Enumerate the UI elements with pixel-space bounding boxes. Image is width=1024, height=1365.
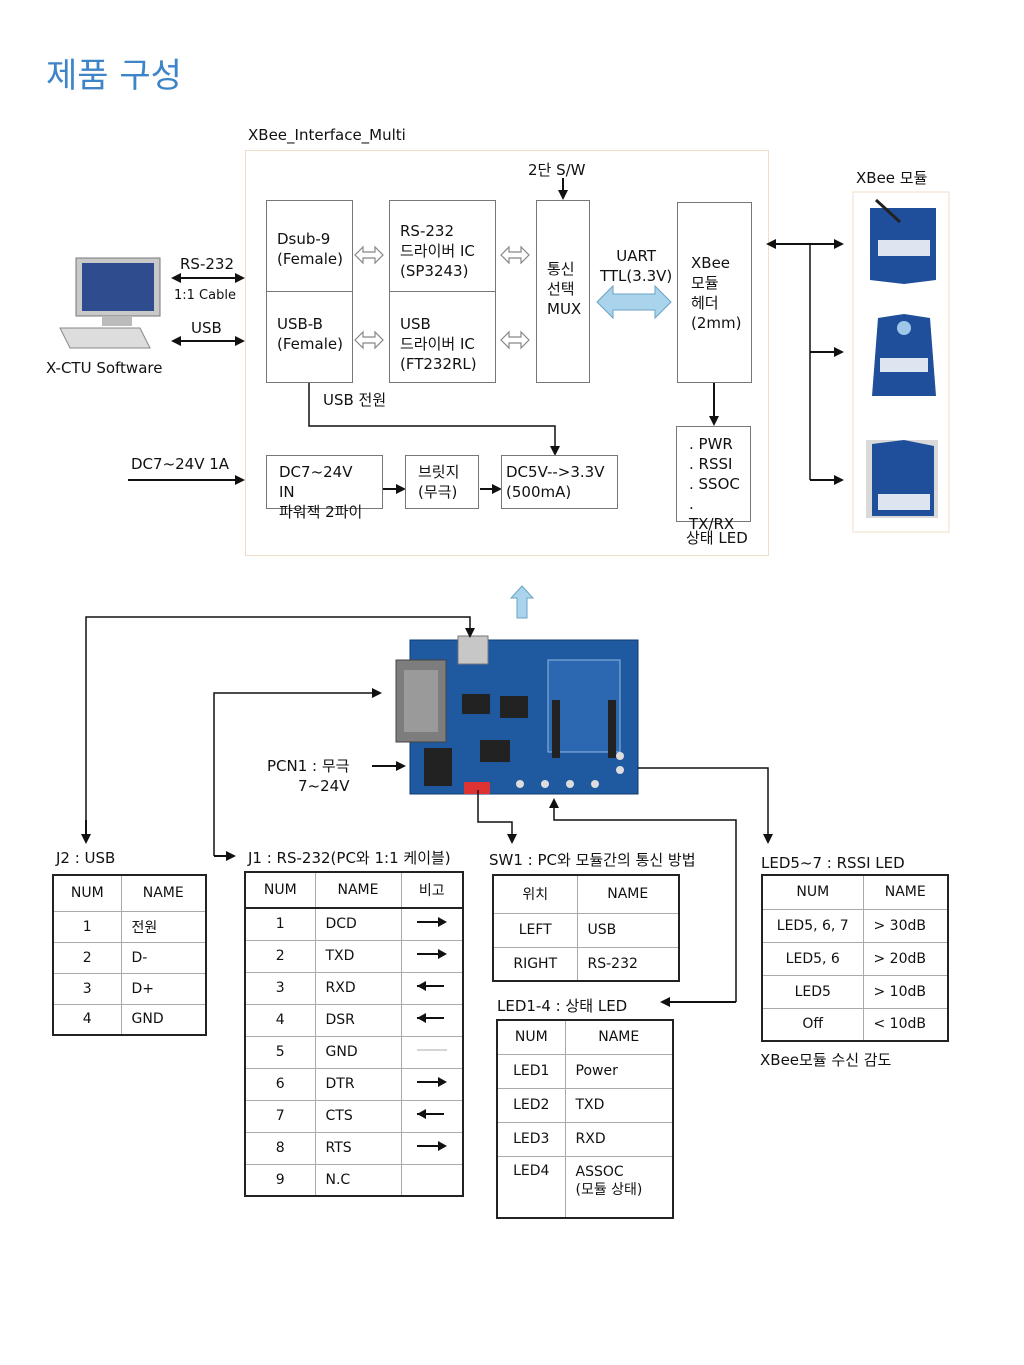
usbb-box: USB-B (Female)	[266, 291, 353, 383]
bridge-box: 브릿지 (무극)	[405, 455, 479, 509]
switch-label: 2단 S/W	[528, 161, 586, 179]
led14-title: LED1-4 : 상태 LED	[497, 997, 628, 1015]
pcn1-label: PCN1 : 무극 7~24V	[267, 757, 350, 795]
arrow-left-icon	[400, 1099, 464, 1133]
dsub9-box: Dsub-9 (Female)	[266, 200, 353, 292]
arrow-right-icon	[400, 939, 464, 973]
usb-power-label: USB 전원	[323, 391, 387, 409]
j2-header-name: NAME	[120, 874, 207, 912]
cable-label: 1:1 Cable	[174, 288, 236, 303]
usb-driver-box: USB 드라이버 IC (FT232RL)	[389, 291, 496, 383]
table-row: Off< 10dB	[761, 1007, 949, 1042]
table-row: LED5> 10dB	[761, 974, 949, 1009]
status-led-label: 상태 LED	[686, 529, 748, 547]
rs232-driver-box: RS-232 드라이버 IC (SP3243)	[389, 200, 496, 292]
table-row: LED5, 6, 7> 30dB	[761, 908, 949, 943]
xbee-header-box: XBee 모듈 헤더 (2mm)	[677, 202, 752, 383]
uart-label: UART TTL(3.3V)	[600, 247, 673, 285]
arrow-right-icon	[400, 907, 464, 941]
board-photo	[395, 635, 639, 795]
power-jack-box: DC7~24V IN 파워잭 2파이	[266, 455, 383, 521]
arrow-left-icon	[400, 971, 464, 1005]
regulator-box: DC5V-->3.3V (500mA)	[501, 455, 618, 509]
block-diagram-frame	[245, 150, 769, 556]
rs232-link-label: RS-232	[180, 255, 234, 273]
j1-title: J1 : RS-232(PC와 1:1 케이블)	[248, 849, 451, 867]
sw1-title: SW1 : PC와 모듈간의 통신 방법	[489, 851, 696, 869]
xbee-module-icon-3	[866, 440, 938, 518]
j2-header-num: NUM	[52, 874, 122, 912]
no-direction-line	[400, 1035, 464, 1069]
led-list-box: . PWR . RSSI . SSOC . TX/RX	[676, 426, 751, 533]
table-row: LED5, 6> 20dB	[761, 941, 949, 976]
usb-link-label: USB	[191, 319, 222, 337]
pc-label: X-CTU Software	[46, 359, 163, 377]
page-title: 제품 구성	[46, 56, 182, 96]
block-diagram-title: XBee_Interface_Multi	[248, 126, 406, 144]
pc-computer-icon	[59, 257, 161, 349]
dc-input-label: DC7~24V 1A	[131, 455, 230, 473]
arrow-right-icon	[400, 1131, 464, 1165]
xbee-module-icon-1	[870, 198, 936, 284]
xbee-module-icon-2	[872, 314, 936, 396]
led57-caption: XBee모듈 수신 감도	[760, 1051, 892, 1069]
xbee-modules-label: XBee 모듈	[856, 169, 928, 187]
j2-title: J2 : USB	[56, 849, 116, 867]
arrow-right-icon	[400, 1067, 464, 1101]
mux-box: 통신 선택 MUX	[536, 200, 590, 383]
led57-title: LED5~7 : RSSI LED	[761, 854, 905, 872]
arrow-left-icon	[400, 1003, 464, 1037]
